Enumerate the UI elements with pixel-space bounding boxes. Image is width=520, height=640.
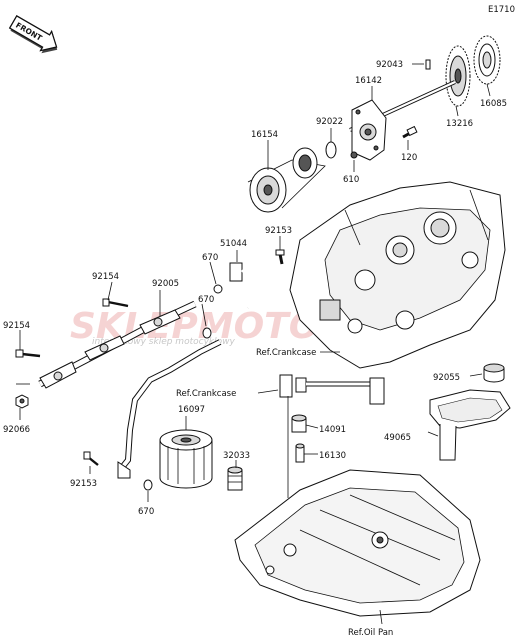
oil-pipe-line <box>117 339 222 479</box>
part-label-16154: 16154 <box>251 130 278 140</box>
part-label-16130: 16130 <box>319 451 346 461</box>
part-label-51044: 51044 <box>220 239 247 249</box>
bolt-92153-upper <box>275 249 285 265</box>
nut-part <box>15 394 29 409</box>
o-ring-670-lower <box>143 479 153 491</box>
crankcase-reference-part <box>289 181 506 369</box>
part-label-32033: 32033 <box>223 451 250 461</box>
pin-610-part <box>350 151 358 159</box>
part-label-670-lower: 670 <box>138 507 154 517</box>
part-label-670-upper: 670 <box>202 253 218 263</box>
leader-lines <box>16 63 491 625</box>
bolt-92154-lower <box>15 349 41 358</box>
part-label-610: 610 <box>343 175 359 185</box>
oil-filter-fitting <box>227 466 243 491</box>
part-label-92154-upper: 92154 <box>92 272 119 282</box>
ref-label-crankcase-1: Ref.Crankcase <box>256 348 316 358</box>
part-label-16142: 16142 <box>355 76 382 86</box>
cap-part <box>483 363 505 383</box>
bolt-part <box>402 125 418 139</box>
part-label-92055: 92055 <box>433 373 460 383</box>
watermark-tagline: internetowy sklep motocyklowy <box>92 337 235 347</box>
oil-strainer-part <box>429 389 511 461</box>
oil-passage-pipe <box>279 374 385 405</box>
part-label-92043: 92043 <box>376 60 403 70</box>
o-ring-670-mid <box>202 327 212 339</box>
pin-part <box>425 59 431 70</box>
part-label-49065: 49065 <box>384 433 411 443</box>
ref-label-crankcase-2: Ref.Crankcase <box>176 389 236 399</box>
part-label-16097: 16097 <box>178 405 205 415</box>
part-label-13216: 13216 <box>446 119 473 129</box>
oil-pan-reference-part <box>234 469 481 617</box>
oil-pump-body <box>351 99 387 161</box>
part-label-16085: 16085 <box>480 99 507 109</box>
part-label-14091: 14091 <box>319 425 346 435</box>
collar-part <box>291 414 307 433</box>
oil-pipe-fitting <box>213 262 260 310</box>
oil-filter-part <box>159 429 213 489</box>
o-ring-part <box>325 141 337 159</box>
part-label-92154-lower: 92154 <box>3 321 30 331</box>
part-label-670-mid: 670 <box>198 295 214 305</box>
pump-rotor-set <box>247 147 326 213</box>
front-arrow-icon: FRONT <box>8 15 58 54</box>
part-label-120: 120 <box>401 153 417 163</box>
oil-pipe-assembly <box>38 300 197 389</box>
part-label-92153-upper: 92153 <box>265 226 292 236</box>
bolt-92153-lower <box>83 451 99 466</box>
part-label-92153-lower: 92153 <box>70 479 97 489</box>
part-label-92005: 92005 <box>152 279 179 289</box>
ref-label-oil-pan: Ref.Oil Pan <box>348 628 393 638</box>
relief-valve-part <box>295 443 305 463</box>
diagram-code: E1710 <box>488 5 515 15</box>
sprocket-part <box>473 35 501 85</box>
bolt-92154-upper <box>102 298 129 308</box>
part-label-92066: 92066 <box>3 425 30 435</box>
part-label-92022: 92022 <box>316 117 343 127</box>
